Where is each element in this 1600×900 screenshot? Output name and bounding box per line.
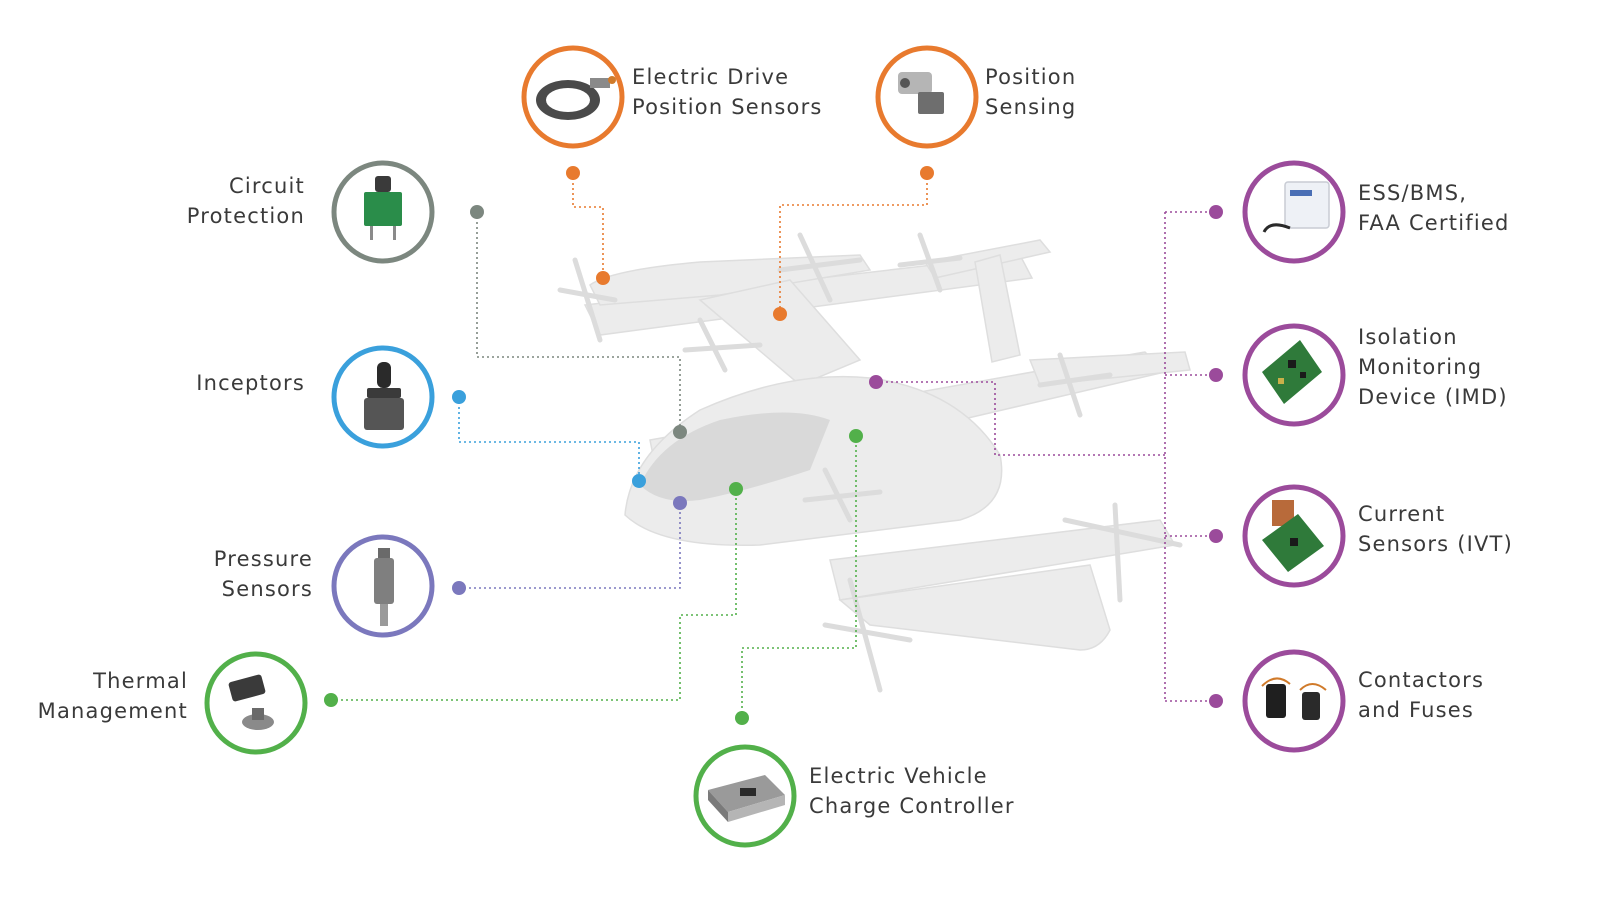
label-circuit-protection-line1: Circuit	[229, 174, 305, 198]
label-inceptors: Inceptors	[150, 368, 305, 398]
label-imd-line3: Device (IMD)	[1358, 385, 1508, 409]
connector-thermal-management	[331, 489, 737, 701]
connector-pressure-sensors	[459, 503, 681, 589]
circuit-board-icon	[1262, 340, 1322, 404]
tail-pylon	[698, 279, 862, 386]
pressure-sensors-badge	[331, 534, 435, 638]
ess-bms-badge	[1242, 160, 1346, 264]
label-current-sensors-line2: Sensors (IVT)	[1358, 532, 1513, 556]
label-pressure-sensors-line1: Pressure	[213, 547, 313, 571]
cockpit-window	[640, 412, 830, 501]
label-pressure-sensors-line2: Sensors	[221, 577, 313, 601]
position-sensor-icon	[898, 72, 944, 114]
label-circuit-protection-line2: Protection	[186, 204, 305, 228]
label-thermal-management-line1: Thermal	[93, 669, 188, 693]
label-circuit-protection: Circuit Protection	[150, 171, 305, 231]
dot-pressure-aircraft	[673, 496, 687, 510]
label-electric-drive: Electric Drive Position Sensors	[632, 62, 823, 122]
dot-ev-charge-aircraft	[849, 429, 863, 443]
dot-thermal-aircraft	[729, 482, 743, 496]
ring-sensor-icon	[536, 76, 616, 120]
label-position-sensing: Position Sensing	[985, 62, 1076, 122]
dot-inceptors-label	[452, 390, 466, 404]
propeller-4	[682, 317, 763, 373]
label-contactors-line1: Contactors	[1358, 668, 1485, 692]
dot-position-sensing-aircraft	[773, 307, 787, 321]
label-imd: Isolation Monitoring Device (IMD)	[1358, 322, 1508, 412]
propellers	[557, 232, 1183, 693]
lower-boom-left	[838, 564, 1111, 651]
label-ess-bms: ESS/BMS, FAA Certified	[1358, 178, 1510, 238]
battery-module-icon	[1262, 181, 1330, 233]
connector-position-sensing	[779, 173, 928, 314]
dot-position-sensing-label	[920, 166, 934, 180]
circuit-protection-badge	[331, 160, 435, 264]
connector-dots	[324, 166, 1223, 725]
dot-imd-label	[1209, 368, 1223, 382]
vertical-tail	[974, 254, 1021, 363]
thermal-management-badge	[204, 651, 308, 755]
electric-drive-badge	[521, 45, 625, 149]
connector-purple-bus	[876, 381, 1165, 456]
inceptors-badge	[331, 345, 435, 449]
label-electric-drive-line1: Electric Drive	[632, 65, 790, 89]
joystick-icon	[364, 362, 404, 430]
controller-box-icon	[708, 775, 785, 822]
dot-ev-charge-label	[735, 711, 749, 725]
propeller-1	[557, 257, 618, 343]
imd-badge	[1242, 323, 1346, 427]
thermostat-icon	[228, 674, 274, 730]
position-sensing-badge	[875, 45, 979, 149]
label-ess-bms-line2: FAA Certified	[1358, 211, 1510, 235]
dot-contactors-label	[1209, 694, 1223, 708]
contactors-badge	[1242, 649, 1346, 753]
label-contactors-line2: and Fuses	[1358, 698, 1475, 722]
propeller-6	[802, 467, 883, 523]
dot-thermal-label	[324, 693, 338, 707]
evtol-aircraft	[583, 239, 1191, 651]
label-ess-bms-line1: ESS/BMS,	[1358, 181, 1468, 205]
label-position-sensing-line1: Position	[985, 65, 1077, 89]
connector-circuit-protection	[476, 212, 681, 432]
dot-ess-bms-label	[1209, 205, 1223, 219]
ev-charge-controller-badge	[693, 744, 797, 848]
connector-electric-drive	[572, 173, 604, 278]
label-inceptors-line1: Inceptors	[196, 371, 305, 395]
label-current-sensors-line1: Current	[1358, 502, 1446, 526]
label-ev-charge-controller-line1: Electric Vehicle	[809, 764, 988, 788]
dot-electric-drive-label	[566, 166, 580, 180]
propeller-2	[777, 232, 863, 303]
pressure-sensor-icon	[374, 548, 394, 626]
label-thermal-management-line2: Management	[37, 699, 188, 723]
label-imd-line2: Monitoring	[1358, 355, 1483, 379]
dot-purple-aircraft	[869, 375, 883, 389]
current-sensors-badge	[1242, 484, 1346, 588]
current-sensor-icon	[1262, 500, 1324, 572]
label-ev-charge-controller: Electric Vehicle Charge Controller	[809, 761, 1015, 821]
label-current-sensors: Current Sensors (IVT)	[1358, 499, 1513, 559]
dot-circuit-protection-aircraft	[673, 425, 687, 439]
label-thermal-management: Thermal Management	[20, 666, 188, 726]
label-contactors: Contactors and Fuses	[1358, 665, 1484, 725]
dot-electric-drive-aircraft	[596, 271, 610, 285]
dot-circuit-protection-label	[470, 205, 484, 219]
label-imd-line1: Isolation	[1358, 325, 1458, 349]
dot-pressure-label	[452, 581, 466, 595]
contactor-icon	[1261, 677, 1327, 720]
connector-inceptors	[458, 397, 640, 481]
dot-inceptors-aircraft	[632, 474, 646, 488]
propeller-5	[1037, 352, 1113, 418]
right-nacelle	[1028, 351, 1191, 386]
dot-current-sensors-label	[1209, 529, 1223, 543]
propeller-7	[1062, 502, 1183, 603]
label-ev-charge-controller-line2: Charge Controller	[809, 794, 1015, 818]
propeller-3	[897, 232, 963, 293]
label-electric-drive-line2: Position Sensors	[632, 95, 823, 119]
circuit-breaker-icon	[364, 176, 402, 240]
label-pressure-sensors: Pressure Sensors	[150, 544, 313, 604]
label-position-sensing-line2: Sensing	[985, 95, 1077, 119]
connector-ev-charge-controller	[741, 436, 857, 718]
propeller-8	[822, 577, 913, 693]
